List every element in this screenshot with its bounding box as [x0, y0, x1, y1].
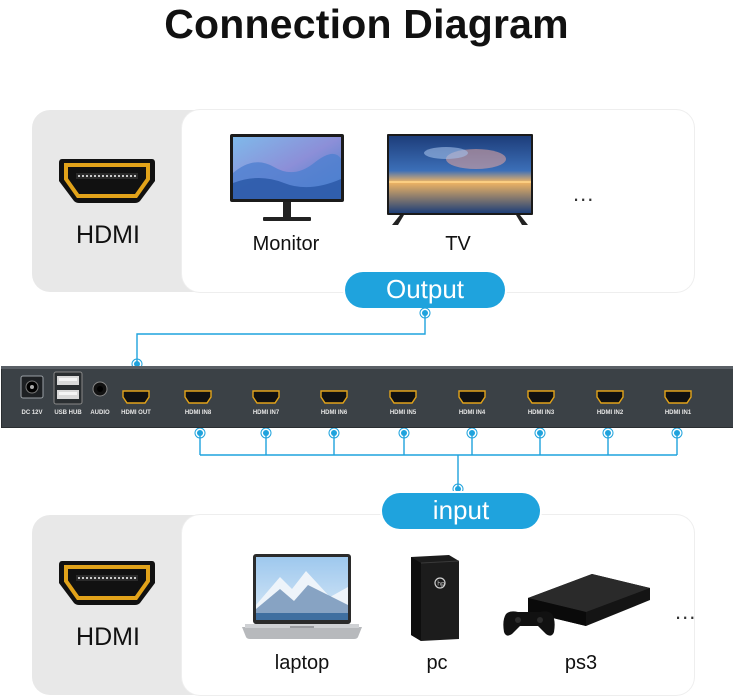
hdmi-in1-port	[664, 390, 692, 404]
hdmi-in6-label: HDMI IN6	[320, 410, 348, 416]
audio-port-label: AUDIO	[90, 410, 110, 416]
output-connection-line	[136, 313, 426, 364]
ps3-label: ps3	[564, 652, 598, 674]
output-hdmi-label: HDMI	[76, 221, 140, 249]
output-pill: Output	[345, 272, 505, 308]
dc-power-port	[20, 375, 44, 399]
hdmi-in8-port	[184, 390, 212, 404]
pc-label: pc	[426, 652, 448, 674]
hdmi-in4-port	[458, 390, 486, 404]
usb-hub-label: USB HUB	[54, 410, 82, 416]
hdmi-in3-label: HDMI IN3	[527, 410, 555, 416]
hdmi-in7-port	[252, 390, 280, 404]
hdmi-out-port	[122, 390, 150, 404]
tv-icon	[387, 134, 533, 225]
svg-text:hp: hp	[437, 581, 445, 588]
input-hdmi-label: HDMI	[76, 623, 140, 651]
hdmi-in5-label: HDMI IN5	[389, 410, 417, 416]
hdmi-in2-port	[596, 390, 624, 404]
hdmi-in6-port	[320, 390, 348, 404]
hdmi-in5-port	[389, 390, 417, 404]
input-more-ellipsis: ...	[675, 599, 697, 624]
hdmi-in4-label: HDMI IN4	[458, 410, 486, 416]
hdmi-in8-label: HDMI IN8	[184, 410, 212, 416]
output-more-ellipsis: ...	[573, 181, 595, 206]
laptop-label: laptop	[274, 652, 330, 674]
hdmi-in2-label: HDMI IN2	[596, 410, 624, 416]
laptop-icon	[242, 554, 362, 639]
game-console-icon	[503, 574, 650, 636]
hdmi-switch-top-edge	[1, 366, 733, 369]
hdmi-in1-label: HDMI IN1	[664, 410, 692, 416]
hdmi-out-label: HDMI OUT	[121, 410, 151, 416]
monitor-icon	[230, 134, 344, 221]
dc-port-label: DC 12V	[21, 410, 43, 416]
audio-jack-port	[92, 381, 108, 397]
hdmi-connector-icon	[59, 561, 155, 605]
usb-hub-port	[53, 371, 83, 405]
tv-label: TV	[445, 233, 471, 255]
pc-tower-icon: hp	[411, 555, 460, 641]
hdmi-connector-icon	[59, 159, 155, 203]
input-connection-lines	[199, 433, 678, 489]
hdmi-in3-port	[527, 390, 555, 404]
input-pill: input	[382, 493, 540, 529]
page-title: Connection Diagram	[164, 1, 569, 47]
hdmi-in7-label: HDMI IN7	[252, 410, 280, 416]
monitor-label: Monitor	[252, 233, 320, 255]
